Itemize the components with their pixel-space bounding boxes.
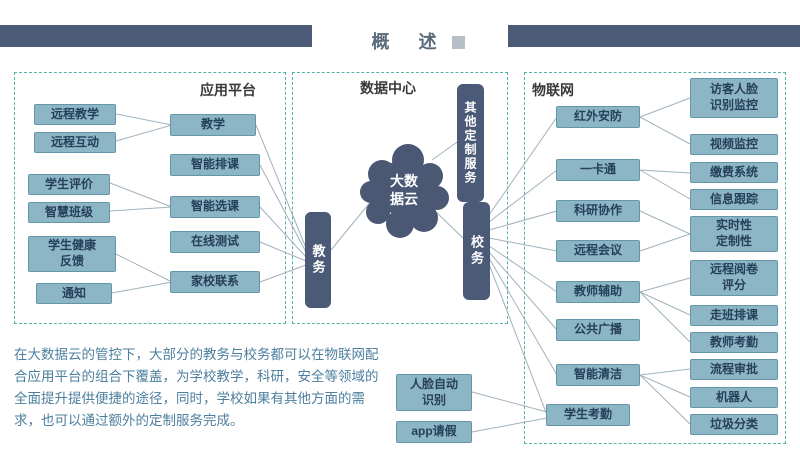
node-payment-system: 缴费系统 bbox=[690, 162, 778, 183]
node-teaching: 教学 bbox=[170, 114, 256, 136]
node-realtime-customization: 实时性 定制性 bbox=[690, 216, 778, 252]
node-process-approval: 流程审批 bbox=[690, 359, 778, 380]
node-smart-course-selection: 智能选课 bbox=[170, 196, 260, 218]
node-one-card: 一卡通 bbox=[556, 159, 640, 181]
big-data-cloud-label: 大数 据云 bbox=[390, 172, 418, 207]
node-smart-cleaning: 智能清洁 bbox=[556, 364, 640, 386]
node-teacher-assistance: 教师辅助 bbox=[556, 281, 640, 303]
node-robot: 机器人 bbox=[690, 387, 778, 408]
node-online-testing: 在线测试 bbox=[170, 231, 260, 253]
node-student-attendance: 学生考勤 bbox=[546, 404, 630, 426]
node-visitor-face-recognition: 访客人脸 识别监控 bbox=[690, 78, 778, 118]
iot-label: 物联网 bbox=[532, 82, 574, 98]
node-auto-face-recognition: 人脸自动 识别 bbox=[396, 374, 472, 411]
header-bar-left bbox=[0, 25, 312, 47]
node-infrared-security: 红外安防 bbox=[556, 106, 640, 128]
node-class-rotation-scheduling: 走班排课 bbox=[690, 305, 778, 326]
header-bar-right bbox=[508, 25, 800, 47]
node-remote-teaching: 远程教学 bbox=[34, 104, 116, 125]
node-video-surveillance: 视频监控 bbox=[690, 134, 778, 155]
page-title: 概 述 bbox=[371, 32, 449, 52]
title-decor-square bbox=[452, 36, 465, 49]
description-text: 在大数据云的管控下，大部分的教务与校务都可以在物联网配合应用平台的组合下覆盖，为… bbox=[14, 347, 379, 428]
node-home-school-contact: 家校联系 bbox=[170, 271, 260, 293]
node-student-evaluation: 学生评价 bbox=[28, 174, 110, 195]
node-teacher-attendance: 教师考勤 bbox=[690, 332, 778, 353]
data-center-label: 数据中心 bbox=[360, 80, 416, 96]
node-student-health-feedback: 学生健康 反馈 bbox=[28, 236, 116, 272]
node-smart-scheduling: 智能排课 bbox=[170, 154, 260, 176]
node-public-broadcast: 公共广播 bbox=[556, 319, 640, 341]
app-platform-label: 应用平台 bbox=[200, 82, 256, 98]
node-garbage-sorting: 垃圾分类 bbox=[690, 414, 778, 435]
node-academic-affairs: 教务 bbox=[305, 212, 331, 308]
big-data-cloud: 大数 据云 bbox=[358, 140, 450, 240]
data-center-frame bbox=[292, 72, 508, 324]
node-remote-interaction: 远程互动 bbox=[34, 132, 116, 153]
node-school-affairs: 校务 bbox=[463, 202, 490, 300]
node-other-custom-services: 其他定制服务 bbox=[457, 84, 484, 202]
node-smart-class: 智慧班级 bbox=[28, 202, 110, 223]
iot-frame bbox=[524, 72, 786, 444]
node-info-tracking: 信息跟踪 bbox=[690, 189, 778, 210]
node-notification: 通知 bbox=[36, 283, 112, 304]
node-remote-meeting: 远程会议 bbox=[556, 240, 640, 262]
node-app-leave-request: app请假 bbox=[396, 421, 472, 443]
node-research-collaboration: 科研协作 bbox=[556, 200, 640, 222]
node-remote-grading: 远程阅卷 评分 bbox=[690, 260, 778, 296]
